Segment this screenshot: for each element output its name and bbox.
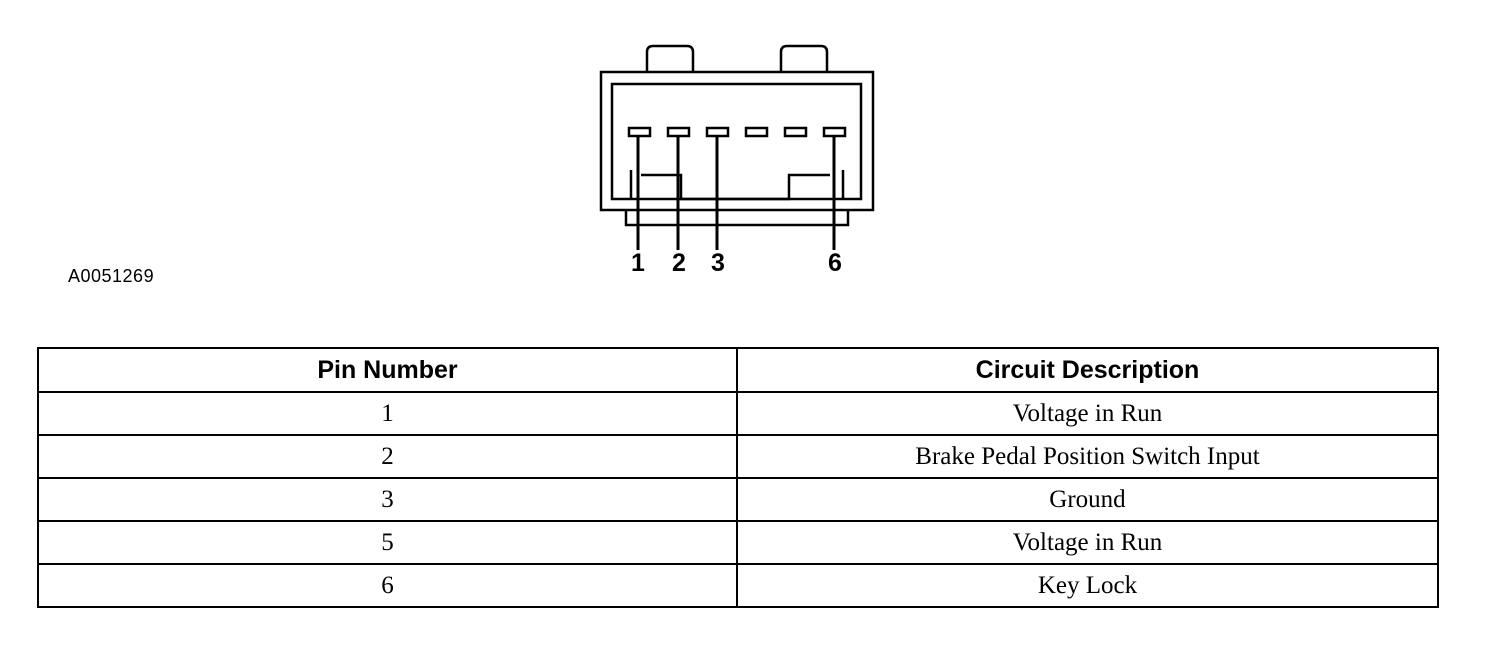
table-row: 1 Voltage in Run: [37, 391, 1439, 436]
cell-pin: 6: [37, 563, 738, 608]
terminal-5: [783, 126, 808, 138]
header-circuit-description: Circuit Description: [736, 347, 1439, 393]
table-row: 5 Voltage in Run: [37, 520, 1439, 565]
cell-pin: 1: [37, 391, 738, 436]
connector-diagram: 1 2 3 6: [599, 44, 875, 277]
table-row: 3 Ground: [37, 477, 1439, 522]
figure-id: A0051269: [68, 266, 155, 286]
terminal-4: [744, 126, 769, 138]
cell-description: Key Lock: [736, 563, 1439, 608]
table-row: 6 Key Lock: [37, 563, 1439, 608]
pin-label-2: 2: [672, 249, 686, 277]
pin-label-1: 1: [631, 249, 645, 277]
header-pin-number: Pin Number: [37, 347, 738, 393]
cell-pin: 5: [37, 520, 738, 565]
connector-inner-housing: [610, 82, 863, 201]
terminal-1: [627, 126, 652, 138]
pin-label-3: 3: [711, 249, 725, 277]
cell-pin: 2: [37, 434, 738, 479]
terminal-3: [705, 126, 730, 138]
connector-tab-left: [645, 44, 695, 72]
pin-label-6: 6: [828, 249, 842, 277]
keying-profile-step: [641, 173, 830, 201]
cell-description: Voltage in Run: [736, 391, 1439, 436]
cell-description: Brake Pedal Position Switch Input: [736, 434, 1439, 479]
cell-description: Ground: [736, 477, 1439, 522]
terminal-2: [666, 126, 691, 138]
table-row: 2 Brake Pedal Position Switch Input: [37, 434, 1439, 479]
terminal-6: [822, 126, 847, 138]
pin-table: Pin Number Circuit Description 1 Voltage…: [37, 347, 1439, 608]
table-header-row: Pin Number Circuit Description: [37, 347, 1439, 393]
connector-bottom-ledge: [624, 210, 850, 227]
connector-outer-housing: [599, 70, 875, 212]
connector-tab-right: [779, 44, 829, 72]
cell-description: Voltage in Run: [736, 520, 1439, 565]
cell-pin: 3: [37, 477, 738, 522]
